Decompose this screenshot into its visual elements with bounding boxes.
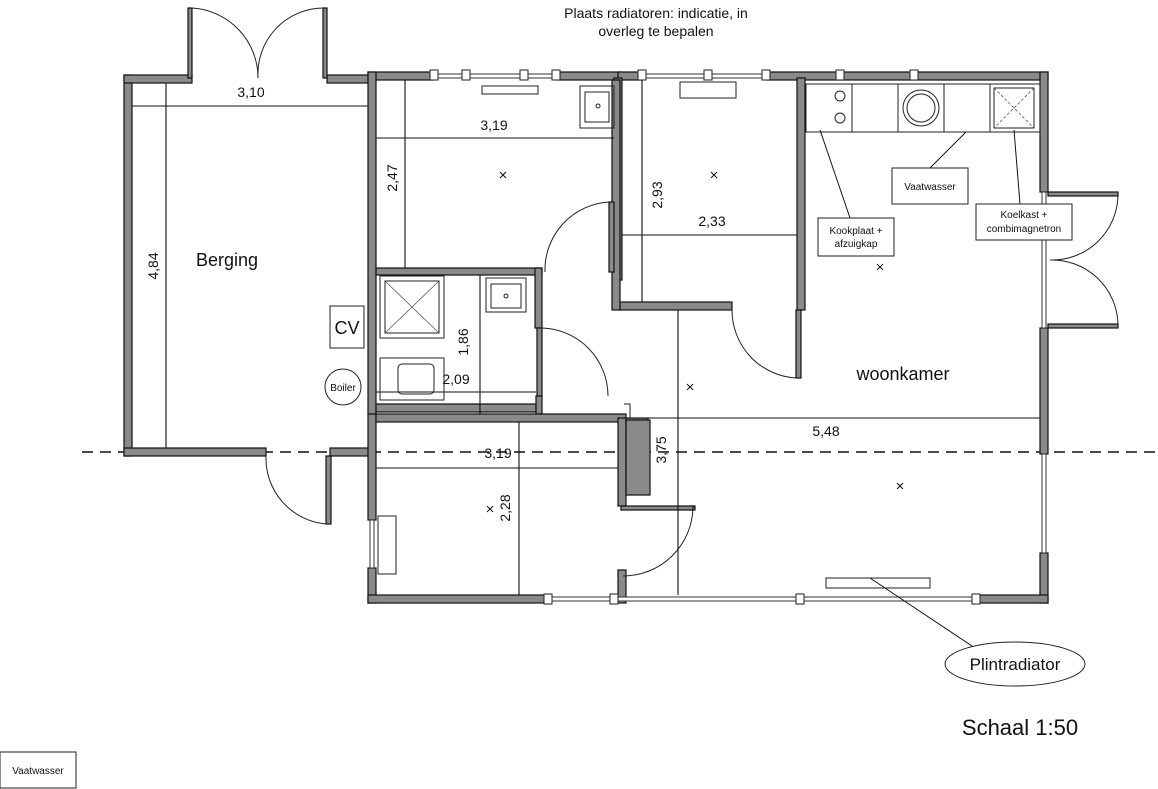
boiler-label: Boiler	[330, 383, 356, 394]
koelkast-label-line1: Koelkast +	[1001, 210, 1048, 221]
label-leaders	[819, 129, 1021, 655]
dim-bathroom-depth: 1,86	[455, 328, 471, 355]
sink-icon	[579, 85, 615, 129]
vaatwasser-label: Vaatwasser	[904, 182, 956, 193]
plint-radiator	[825, 577, 931, 589]
corner-vaatwasser-box	[0, 751, 77, 789]
dim-living-depth: 3,75	[653, 436, 669, 463]
scale-label: Schaal 1:50	[962, 715, 1078, 740]
dim-bedroom2-depth: 2,28	[497, 494, 513, 521]
windows	[369, 69, 1047, 605]
shower-icon	[379, 275, 445, 339]
toilet-icon	[379, 357, 445, 401]
dim-berging-length: 4,84	[145, 252, 161, 279]
koelkast-label-box	[975, 203, 1073, 241]
kookplaat-label-box	[817, 217, 895, 257]
dimension-lines	[132, 80, 1040, 595]
kookplaat-label-line1: Kookplaat +	[829, 226, 882, 237]
header-note-line1: Plaats radiatoren: indicatie, in	[564, 5, 748, 21]
koelkast-label-line2: combimagnetron	[987, 224, 1061, 235]
vaatwasser-label-box	[891, 167, 969, 205]
dim-bedroom1-width: 3,19	[480, 117, 507, 133]
dim-bedroom2-width: 3,19	[484, 445, 511, 461]
dim-bedroom1-depth: 2,47	[384, 164, 400, 191]
boiler-circle	[324, 368, 362, 406]
dim-kitchen-room-width: 2,33	[698, 213, 725, 229]
fixtures	[324, 81, 1041, 589]
kitchen-sink-icon	[902, 89, 940, 127]
walls	[123, 71, 1049, 604]
wardrobe	[377, 515, 397, 575]
header-note-line2: overleg te bepalen	[598, 23, 713, 39]
corner-vaatwasser-label: Vaatwasser	[12, 766, 64, 777]
dim-bathroom-width: 2,09	[442, 371, 469, 387]
cv-label: CV	[334, 318, 359, 338]
cv-box	[329, 305, 365, 349]
plintradiator-ellipse	[944, 641, 1086, 687]
kookplaat-label-line2: afzuigkap	[835, 239, 878, 250]
radiator	[679, 81, 737, 99]
plintradiator-label: Plintradiator	[970, 655, 1061, 674]
dim-berging-width: 3,10	[237, 84, 264, 100]
fridge-icon	[993, 87, 1035, 129]
cooktop-icon	[834, 90, 846, 102]
room-label-berging: Berging	[196, 250, 258, 270]
dim-kitchen-room-depth: 2,93	[649, 181, 665, 208]
radiator	[481, 85, 539, 95]
dim-living-width: 5,48	[812, 423, 839, 439]
room-label-woonkamer: woonkamer	[855, 364, 949, 384]
kitchen-counter	[805, 83, 1041, 133]
washbasin-icon	[485, 277, 527, 313]
ceiling-light-markers	[486, 171, 904, 513]
doors	[187, 7, 1119, 577]
